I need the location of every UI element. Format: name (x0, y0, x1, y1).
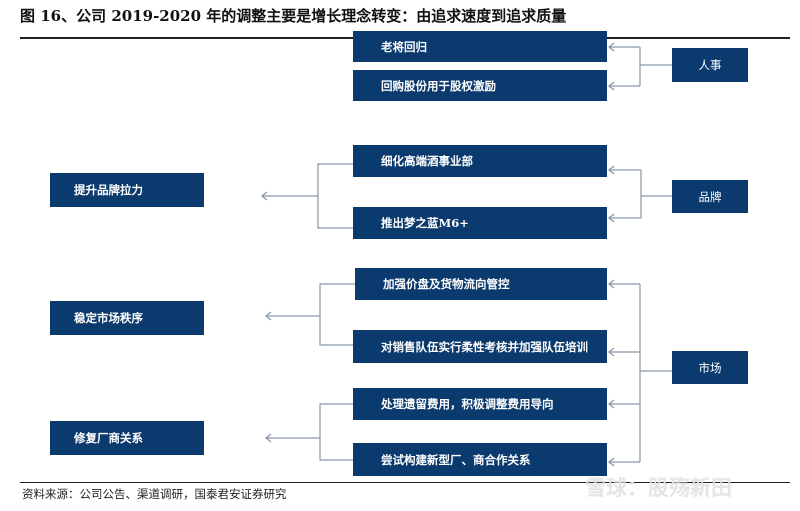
action-box-price-control: 加强价盘及货物流向管控 (355, 268, 607, 300)
action-box-new-partnership: 尝试构建新型厂、商合作关系 (353, 443, 607, 476)
outcome-box-brand-pull: 提升品牌拉力 (50, 173, 204, 207)
bottom-divider (20, 482, 790, 483)
action-box-launch-m6plus: 推出梦之蓝M6+ (353, 207, 607, 239)
action-box-premium-division: 细化高端酒事业部 (353, 145, 607, 177)
outcome-box-dealer-relations: 修复厂商关系 (50, 421, 204, 455)
watermark: 雪球：股殇新田 (585, 476, 732, 500)
category-box-market: 市场 (672, 351, 748, 384)
action-box-legacy-expenses: 处理遗留费用，积极调整费用导向 (353, 388, 607, 420)
outcome-box-market-order: 稳定市场秩序 (50, 301, 204, 335)
category-box-personnel: 人事 (672, 48, 748, 82)
figure-title: 图 16、公司 2019-2020 年的调整主要是增长理念转变：由追求速度到追求… (20, 7, 567, 25)
action-box-sales-team: 对销售队伍实行柔性考核并加强队伍培训 (353, 330, 607, 363)
action-box-veterans-return: 老将回归 (353, 31, 607, 62)
action-box-share-buyback: 回购股份用于股权激励 (353, 70, 607, 101)
category-box-brand: 品牌 (672, 180, 748, 213)
source-note: 资料来源：公司公告、渠道调研，国泰君安证券研究 (22, 487, 287, 501)
